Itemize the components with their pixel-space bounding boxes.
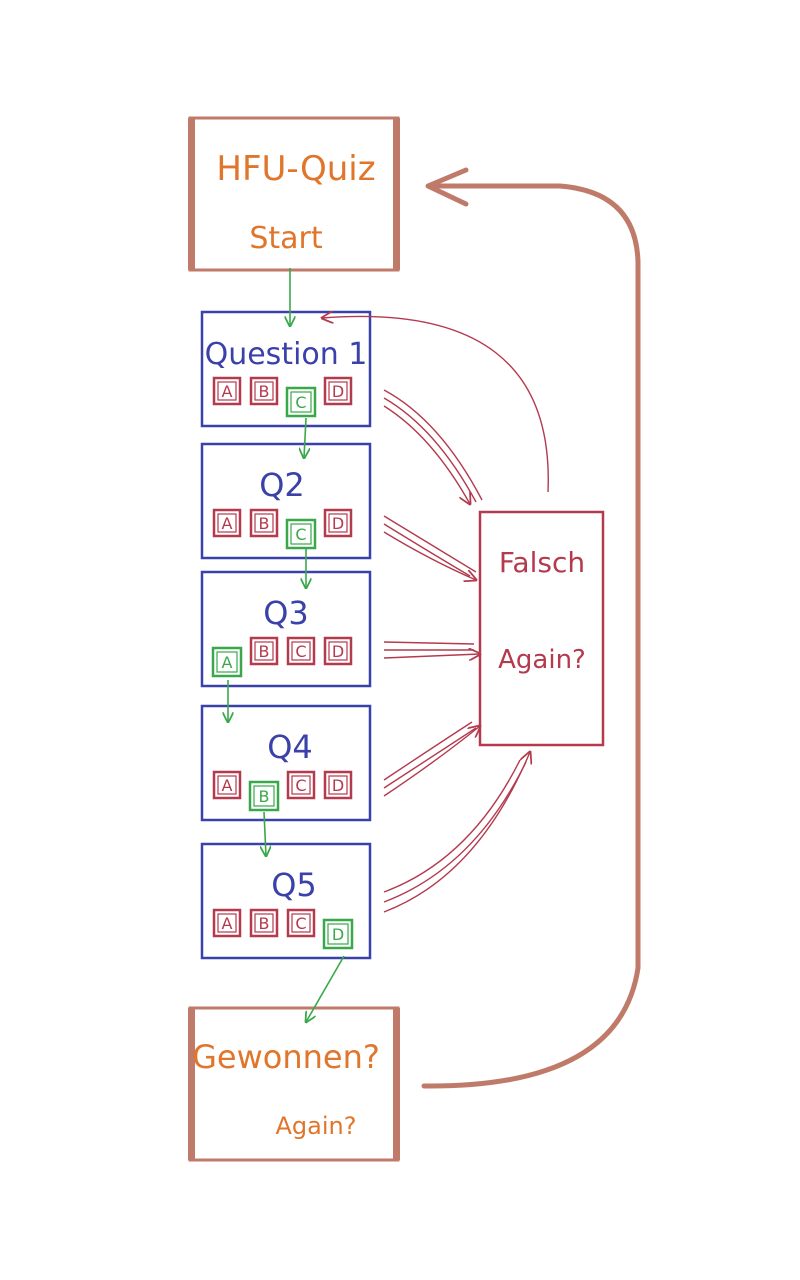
question-box-1: Question 1 A B C D bbox=[200, 310, 372, 428]
end-box: Gewonnen? Again? bbox=[188, 1006, 400, 1162]
answer-option-label: A bbox=[222, 914, 233, 933]
fail-box: Falsch Again? bbox=[478, 510, 605, 747]
answer-option-label: C bbox=[295, 776, 306, 795]
answer-option-label: A bbox=[222, 653, 233, 672]
question-box-5: Q5A B C D bbox=[200, 842, 372, 960]
answer-option-d: D bbox=[323, 770, 353, 800]
answer-option-b: B bbox=[249, 908, 279, 938]
answer-option-label: D bbox=[332, 776, 344, 795]
answer-option-label: A bbox=[222, 382, 233, 401]
answer-option-d-correct: D bbox=[322, 918, 354, 950]
answer-option-a: A bbox=[212, 508, 242, 538]
answer-option-c-correct: C bbox=[285, 518, 317, 550]
answer-option-label: C bbox=[295, 525, 306, 544]
answer-option-label: B bbox=[259, 642, 270, 661]
end-title: Gewonnen? bbox=[192, 1038, 380, 1076]
question-frame bbox=[200, 704, 372, 822]
answer-option-label: A bbox=[222, 776, 233, 795]
answer-option-b: B bbox=[249, 508, 279, 538]
question-title: Q5 bbox=[271, 866, 317, 904]
fail-label: Again? bbox=[498, 645, 586, 675]
question-title: Q3 bbox=[263, 594, 309, 632]
answer-option-label: C bbox=[295, 914, 306, 933]
question-box-4: Q4A B C D bbox=[200, 704, 372, 822]
wrong-answer-arrows bbox=[322, 316, 549, 913]
answer-option-label: D bbox=[332, 642, 344, 661]
arrow-fail-to-q1 bbox=[322, 316, 549, 493]
answer-option-c: C bbox=[286, 636, 316, 666]
answer-option-label: D bbox=[332, 514, 344, 533]
answer-option-b: B bbox=[249, 376, 279, 406]
fail-title: Falsch bbox=[499, 546, 585, 579]
answer-option-label: D bbox=[332, 925, 344, 944]
answer-option-d: D bbox=[323, 376, 353, 406]
arrow-q5-to-end bbox=[306, 955, 345, 1022]
arrow-q1-to-q2 bbox=[304, 417, 306, 458]
end-label: Again? bbox=[276, 1112, 357, 1140]
answer-option-label: C bbox=[295, 393, 306, 412]
answer-option-a: A bbox=[212, 908, 242, 938]
answer-option-a: A bbox=[212, 770, 242, 800]
answer-option-label: B bbox=[259, 382, 270, 401]
arrow-q4-to-q5 bbox=[264, 811, 266, 856]
start-title: HFU-Quiz bbox=[216, 149, 375, 189]
answer-option-a-correct: A bbox=[211, 646, 243, 678]
correct-path-arrows bbox=[228, 268, 345, 1022]
answer-option-label: A bbox=[222, 514, 233, 533]
answer-option-label: C bbox=[295, 642, 306, 661]
question-box-2: Q2A B C D bbox=[200, 442, 372, 560]
answer-option-label: D bbox=[332, 382, 344, 401]
answer-option-b: B bbox=[249, 636, 279, 666]
answer-option-d: D bbox=[323, 508, 353, 538]
answer-option-label: B bbox=[259, 514, 270, 533]
start-label: Start bbox=[249, 221, 323, 256]
restart-loop-arrow bbox=[421, 167, 641, 1089]
start-box: HFU-Quiz Start bbox=[188, 116, 400, 272]
question-title: Question 1 bbox=[205, 337, 368, 372]
answer-option-c-correct: C bbox=[285, 386, 317, 418]
answer-option-d: D bbox=[323, 636, 353, 666]
answer-option-label: B bbox=[259, 787, 270, 806]
question-box-3: Q3A B C D bbox=[200, 570, 372, 688]
question-title: Q4 bbox=[267, 728, 313, 766]
question-title: Q2 bbox=[259, 466, 305, 504]
answer-option-a: A bbox=[212, 376, 242, 406]
answer-option-label: B bbox=[259, 914, 270, 933]
answer-option-b-correct: B bbox=[248, 780, 280, 812]
answer-option-c: C bbox=[286, 770, 316, 800]
answer-option-c: C bbox=[286, 908, 316, 938]
